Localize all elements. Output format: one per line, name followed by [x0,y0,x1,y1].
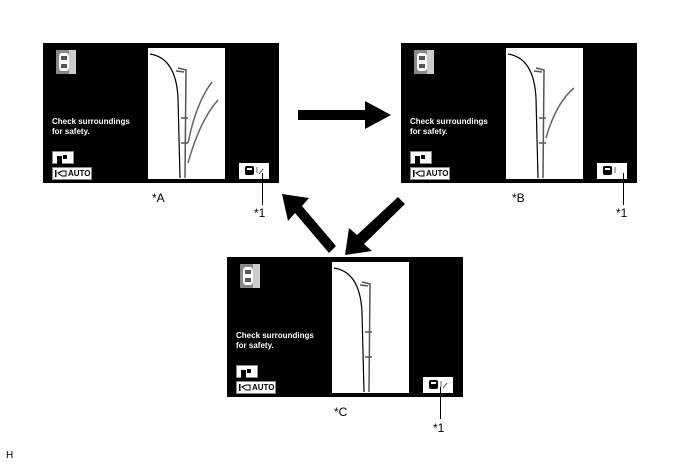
callout-label-a: *1 [254,206,266,220]
callout-leader-b [623,173,624,205]
caption-a: *A [152,191,165,205]
auto-view-button[interactable]: AUTO [52,167,92,180]
arrow-c-to-a [282,194,336,253]
camera-view-button[interactable] [52,151,74,164]
car-top-icon [414,50,434,74]
page-letter: H [6,450,14,461]
safety-message: Check surroundings for safety. [410,117,488,136]
camera-view-button[interactable] [410,151,432,164]
screen-c: Check surroundings for safety. AUTO [227,257,463,397]
rear-camera-view [506,48,583,179]
callout-leader-c [440,387,441,419]
screen-b: Check surroundings for safety. AUTO [401,43,637,183]
caption-c: *C [334,405,348,419]
safety-message: Check surroundings for safety. [52,117,130,136]
guide-lines [507,53,575,179]
camera-view-button[interactable] [236,365,258,378]
safety-message: Check surroundings for safety. [236,331,314,350]
rear-camera-view [148,48,225,179]
auto-switch-icon [413,170,425,177]
sonar-icon [603,166,616,175]
car-top-icon [56,50,76,74]
screen-a: Check surroundings for safety. AUTO [43,43,279,183]
auto-switch-icon [239,384,251,391]
sonar-icon [245,166,264,175]
callout-leader-a [262,173,263,205]
callout-label-c: *1 [433,421,445,435]
camera-view-icon [241,369,251,378]
camera-view-icon [57,155,67,164]
auto-view-button[interactable]: AUTO [236,381,276,394]
rear-camera-view [332,262,409,393]
camera-view-icon [415,155,425,164]
arrow-a-to-b [298,101,391,129]
sonar-button[interactable] [423,377,453,393]
callout-label-b: *1 [616,206,628,220]
sonar-button[interactable] [239,163,269,179]
caption-b: *B [512,191,525,205]
guide-lines [149,53,219,179]
arrow-b-to-c [345,197,405,255]
auto-switch-icon [55,170,67,177]
sonar-button[interactable] [597,163,627,179]
auto-view-button[interactable]: AUTO [410,167,450,180]
guide-lines [333,267,372,393]
sonar-icon [429,380,448,389]
car-top-icon [240,264,260,288]
